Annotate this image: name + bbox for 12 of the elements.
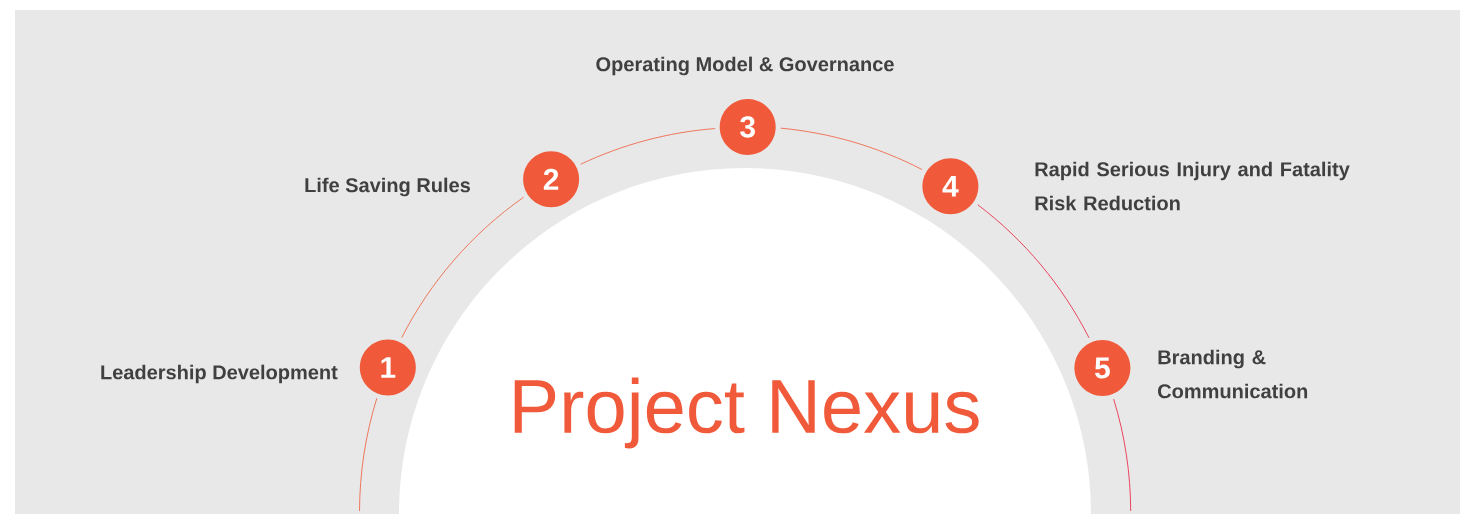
item-label: Life Saving Rules <box>305 177 470 197</box>
item-label: Operating Model & Governance <box>596 56 894 76</box>
arc-line <box>1113 398 1132 512</box>
title-text: Project Nexus <box>514 377 979 449</box>
item-label: Leadership Development <box>101 364 338 384</box>
arc-line <box>780 127 923 171</box>
arc-line <box>580 128 716 165</box>
arc-line <box>359 398 378 512</box>
arc-line <box>401 196 524 338</box>
item-label: Rapid Serious Injury and Fatality Risk Reduction <box>1035 161 1350 211</box>
item-label: Branding & Communication <box>1158 349 1308 399</box>
arc-line <box>977 204 1090 339</box>
